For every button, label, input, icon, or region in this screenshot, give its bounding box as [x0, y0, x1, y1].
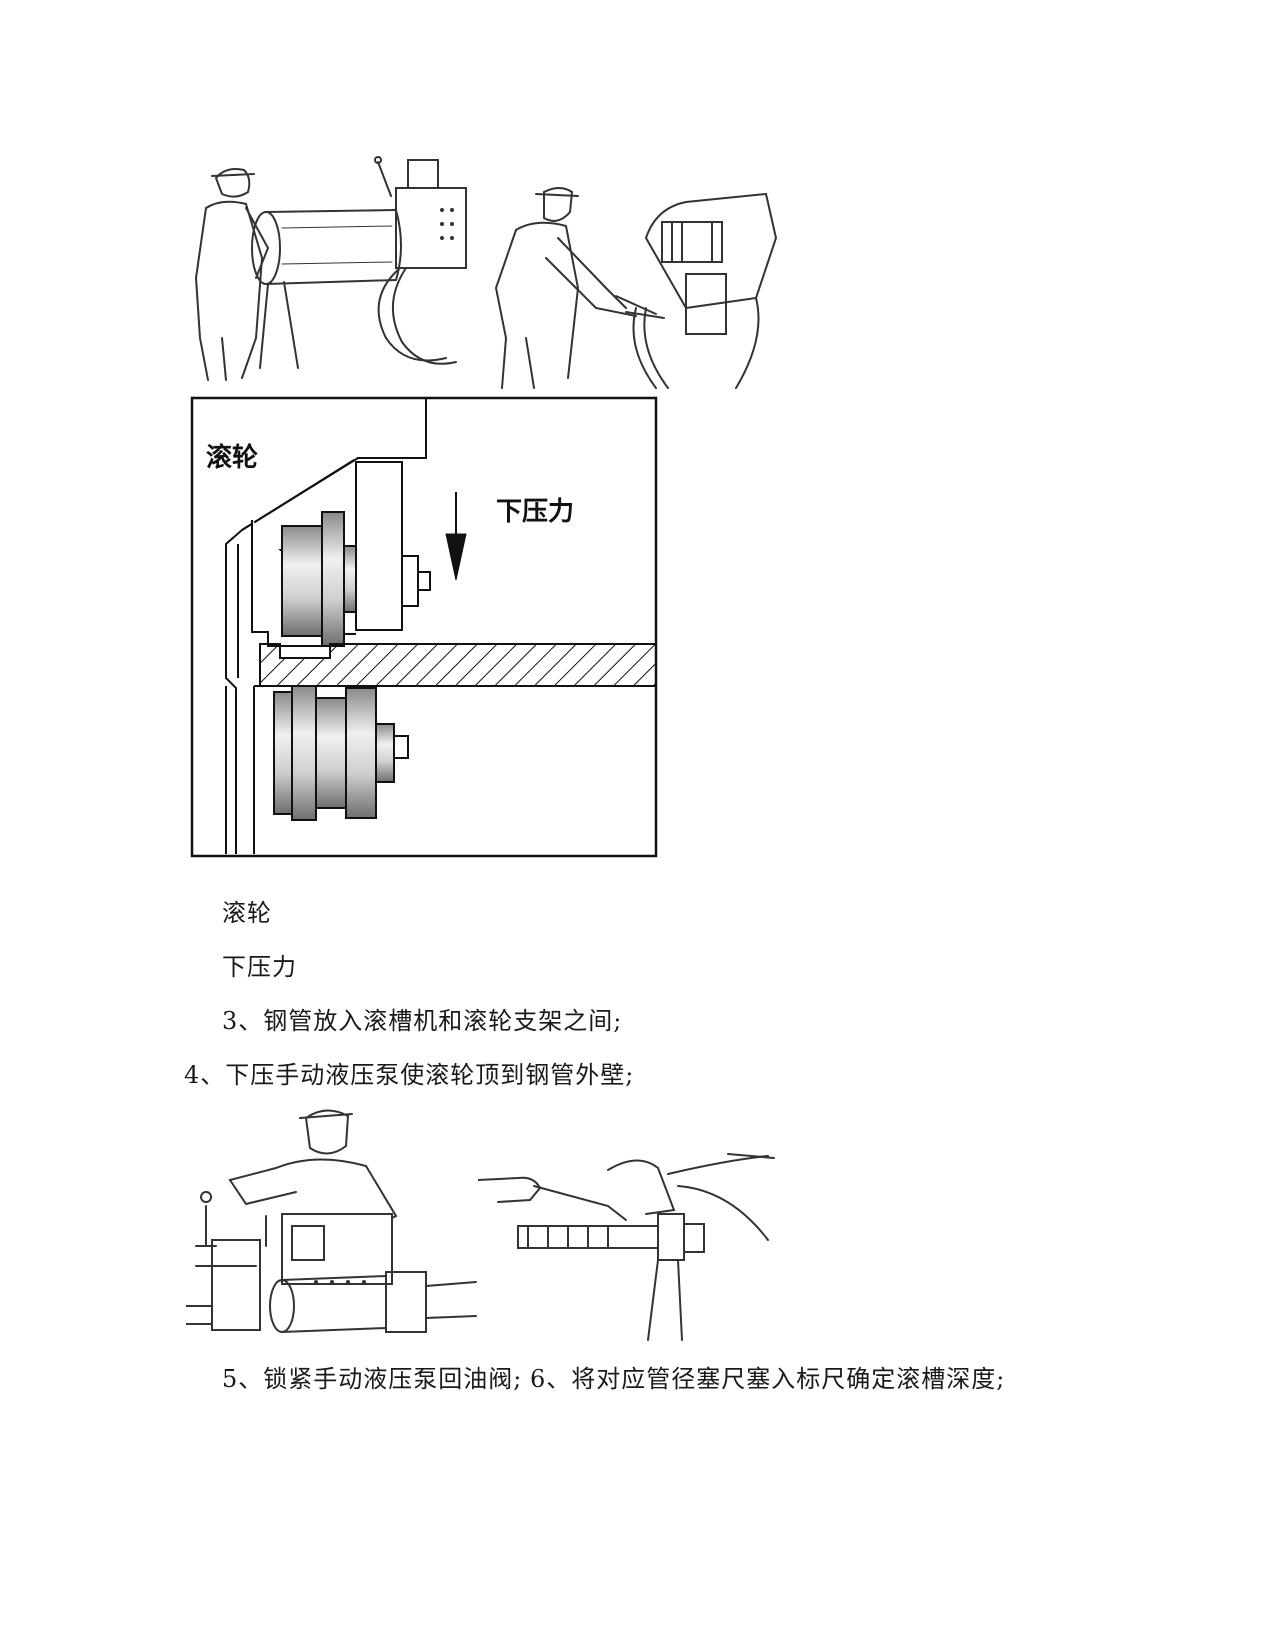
lower-roller: [273, 685, 409, 821]
step-6: 6、将对应管径塞尺塞入标尺确定滚槽深度;: [530, 1365, 1006, 1393]
diagram-cross-section: 滚轮 下压力: [190, 396, 660, 861]
step-4: 4、下压手动液压泵使滚轮顶到钢管外壁;: [184, 1061, 635, 1089]
down-force-arrow-icon: [445, 492, 467, 581]
diagram-label-roller: 滚轮: [206, 442, 258, 473]
caption-roller: 滚轮: [222, 899, 272, 927]
step-3: 3、钢管放入滚槽机和滚轮支架之间;: [222, 1007, 623, 1035]
illustration-feeler-gauge: [478, 1150, 778, 1350]
illustration-worker-hydraulic-pump: [486, 178, 786, 390]
illustration-worker-feeding-pipe: [186, 148, 496, 388]
diagram-label-force: 下压力: [496, 497, 574, 527]
illustration-worker-at-machine: [186, 1096, 486, 1352]
upper-roller: [281, 511, 357, 647]
caption-force: 下压力: [222, 953, 297, 981]
step-5: 5、锁紧手动液压泵回油阀;: [222, 1365, 523, 1393]
